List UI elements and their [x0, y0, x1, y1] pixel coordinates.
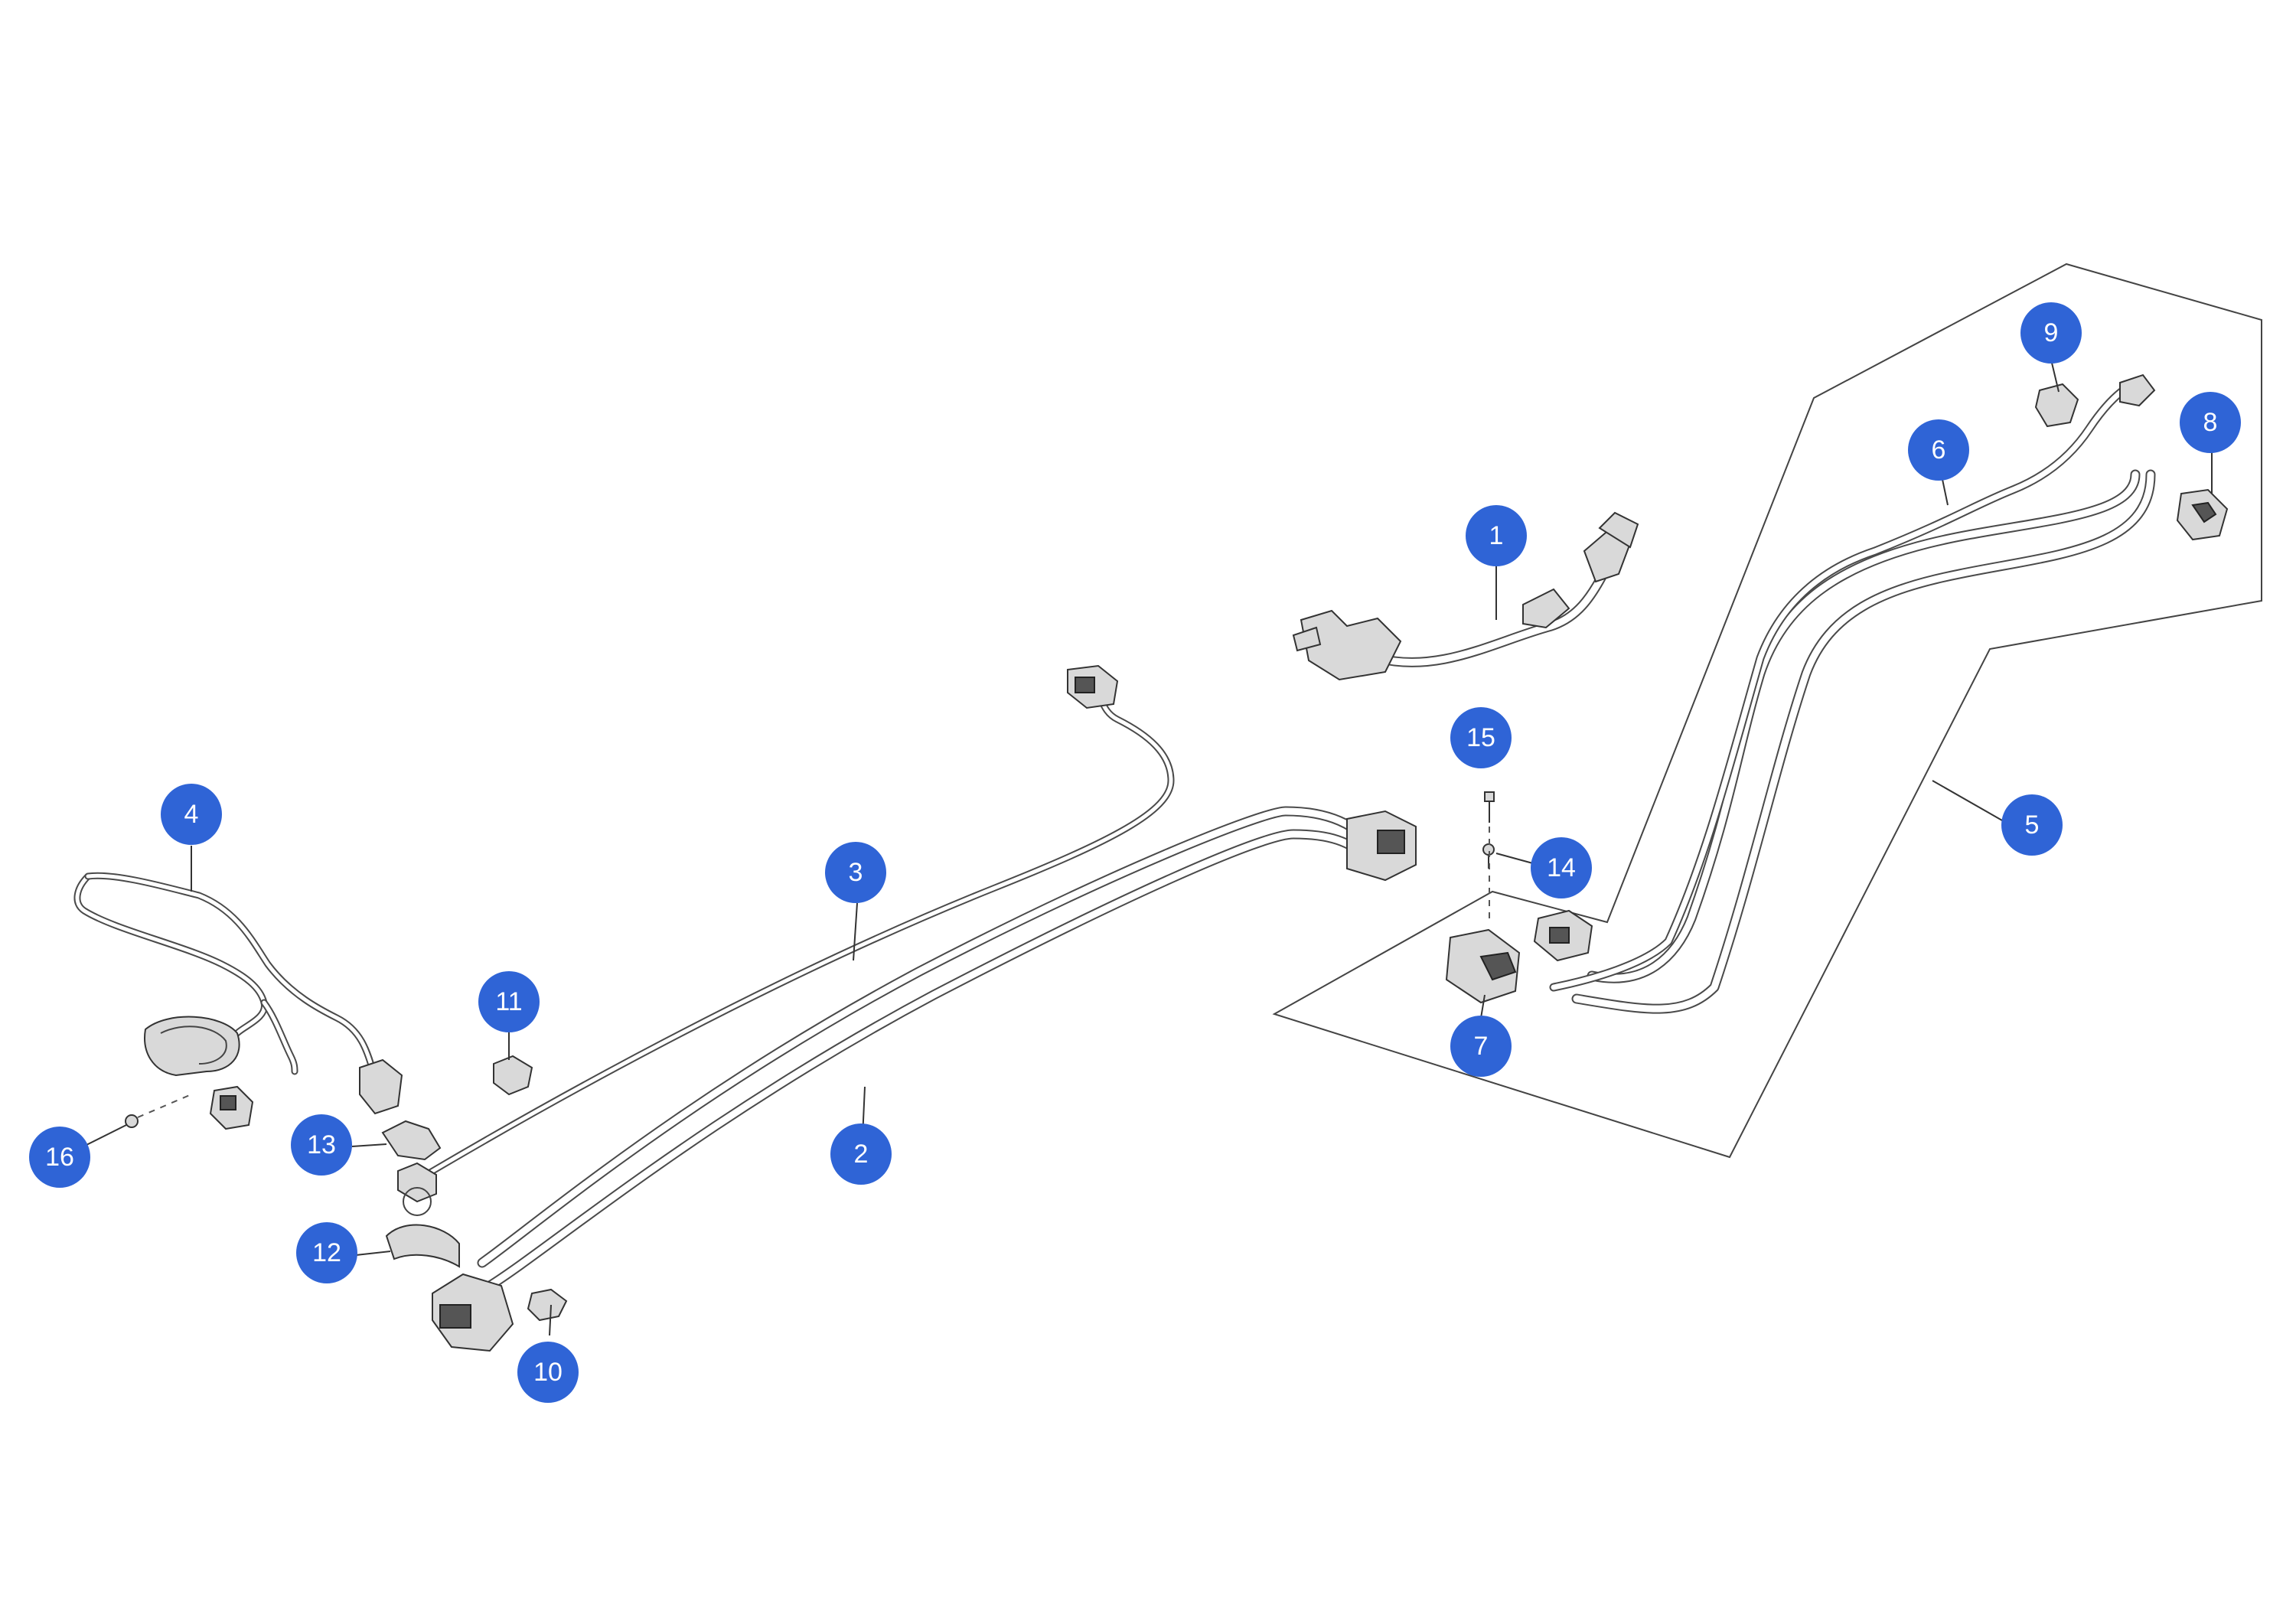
callout-10-label: 10 [533, 1358, 563, 1387]
part-2-main-cable [432, 806, 1417, 1352]
callout-2[interactable]: 2 [830, 1123, 892, 1185]
group-5-outline [1272, 263, 2262, 1159]
callout-9[interactable]: 9 [2020, 302, 2082, 364]
callout-13-label: 13 [307, 1130, 336, 1159]
callout-16-label: 16 [45, 1143, 74, 1172]
callout-14[interactable]: 14 [1531, 837, 1592, 898]
part-10-clip [527, 1288, 568, 1322]
callout-3-label: 3 [849, 858, 863, 887]
leader-lines [80, 359, 2213, 1336]
part-16-screw [125, 1094, 192, 1128]
callout-5-label: 5 [2025, 810, 2040, 840]
callout-6[interactable]: 6 [1908, 419, 1969, 481]
callout-6-label: 6 [1932, 435, 1946, 465]
callout-12-label: 12 [312, 1238, 341, 1267]
callout-1[interactable]: 1 [1466, 505, 1527, 566]
callout-10[interactable]: 10 [517, 1342, 579, 1403]
part-4-harness [73, 872, 403, 1130]
part-12-bracket [385, 1224, 460, 1268]
part-9-clip [2034, 383, 2079, 428]
callout-7[interactable]: 7 [1450, 1016, 1512, 1077]
part-3-thin-cable [397, 664, 1175, 1216]
callout-11[interactable]: 11 [478, 971, 540, 1032]
callout-4[interactable]: 4 [161, 784, 222, 845]
callout-4-label: 4 [184, 800, 199, 829]
callout-2-label: 2 [854, 1140, 869, 1169]
callout-8-label: 8 [2203, 408, 2218, 437]
callout-3[interactable]: 3 [825, 842, 886, 903]
callout-15[interactable]: 15 [1450, 707, 1512, 768]
callout-11-label: 11 [495, 987, 522, 1016]
callout-8[interactable]: 8 [2180, 392, 2241, 453]
callout-7-label: 7 [1474, 1032, 1489, 1061]
callout-14-label: 14 [1547, 853, 1576, 882]
part-7-connector [1445, 928, 1521, 1004]
callout-12[interactable]: 12 [296, 1222, 357, 1283]
callout-1-label: 1 [1489, 521, 1504, 550]
callout-16[interactable]: 16 [29, 1127, 90, 1188]
callout-13[interactable]: 13 [291, 1114, 352, 1176]
part-11-clip [493, 1055, 533, 1096]
callout-5[interactable]: 5 [2001, 794, 2063, 856]
part-15-bolt [1484, 791, 1495, 918]
part-6-cable [1549, 373, 2156, 992]
callout-9-label: 9 [2044, 318, 2059, 347]
part-5-cable-group [1533, 469, 2156, 1014]
part-13-bracket [381, 1120, 442, 1161]
callout-15-label: 15 [1466, 723, 1495, 752]
part-8-clip [2176, 488, 2229, 541]
part-1-harness [1292, 511, 1639, 681]
